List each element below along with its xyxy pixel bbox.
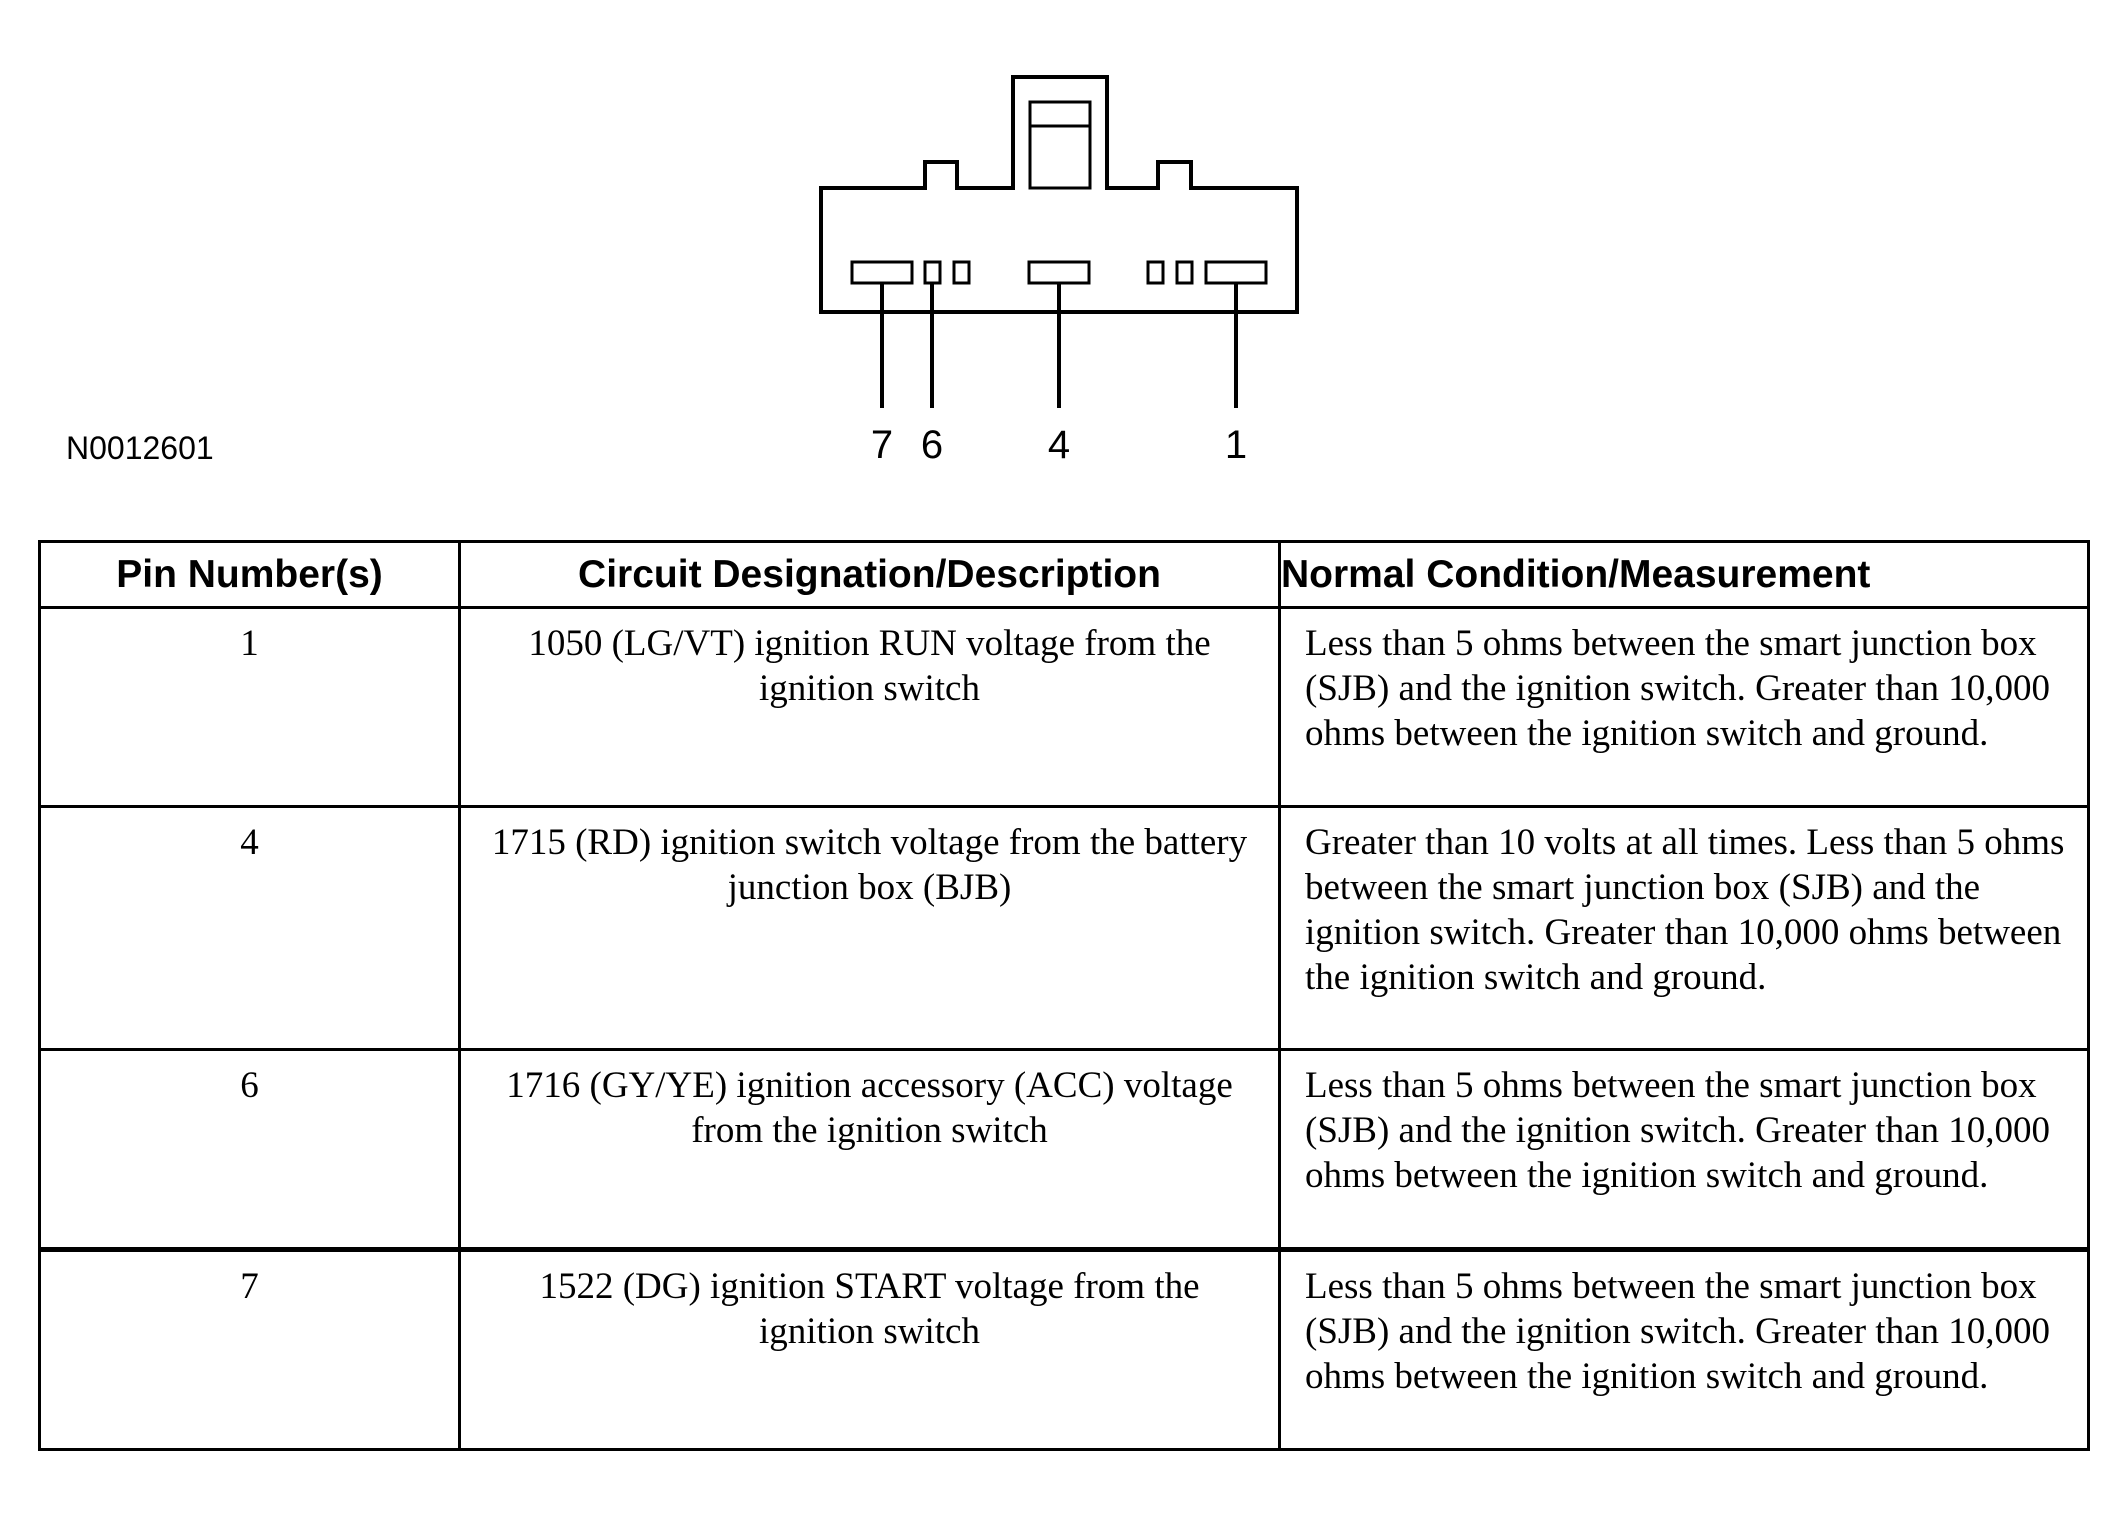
table-row: 4 1715 (RD) ignition switch voltage from… — [38, 805, 2090, 1051]
connector-diagram: 7 6 4 1 — [819, 75, 1299, 467]
cavity-pin-7 — [850, 260, 914, 285]
circuit-cell: 1716 (GY/YE) ignition accessory (ACC) vo… — [458, 1048, 1281, 1251]
header-circuit-designation: Circuit Designation/Description — [458, 540, 1281, 609]
pin-number-cell: 7 — [38, 1247, 461, 1451]
pin-number-cell: 6 — [38, 1048, 461, 1251]
circuit-description: 1522 (DG) ignition START voltage from th… — [539, 1266, 1200, 1352]
circuit-cell: 1715 (RD) ignition switch voltage from t… — [458, 805, 1281, 1051]
circuit-cell: 1522 (DG) ignition START voltage from th… — [458, 1247, 1281, 1451]
connector-latch — [1028, 100, 1092, 190]
cavity-empty — [1175, 260, 1194, 285]
normal-condition: Less than 5 ohms between the smart junct… — [1305, 1065, 2051, 1196]
table-row: 7 1522 (DG) ignition START voltage from … — [38, 1247, 2090, 1451]
figure-id: N0012601 — [66, 430, 214, 466]
pin-number-cell: 1 — [38, 606, 461, 808]
pin-label: 6 — [921, 423, 943, 467]
pin-number: 6 — [240, 1065, 259, 1106]
header-pin-numbers: Pin Number(s) — [38, 540, 461, 609]
cavity-empty — [952, 260, 971, 285]
cavity-pin-6 — [923, 260, 942, 285]
cavity-pin-1 — [1204, 260, 1268, 285]
measurement-cell: Less than 5 ohms between the smart junct… — [1278, 606, 2090, 808]
pin-label: 1 — [1225, 423, 1247, 467]
pin-number: 4 — [240, 822, 259, 863]
measurement-cell: Greater than 10 volts at all times. Less… — [1278, 805, 2090, 1051]
connector-body — [819, 75, 1299, 314]
cavity-pin-4 — [1027, 260, 1091, 285]
table-header-row: Pin Number(s) Circuit Designation/Descri… — [38, 540, 2090, 609]
header-normal-condition: Normal Condition/Measurement — [1278, 540, 2090, 609]
measurement-cell: Less than 5 ohms between the smart junct… — [1278, 1247, 2090, 1451]
pin-number: 1 — [240, 623, 259, 664]
circuit-description: 1715 (RD) ignition switch voltage from t… — [491, 822, 1248, 908]
measurement-cell: Less than 5 ohms between the smart junct… — [1278, 1048, 2090, 1251]
pin-table: Pin Number(s) Circuit Designation/Descri… — [38, 540, 2090, 1451]
cavity-empty — [1146, 260, 1165, 285]
table-row: 6 1716 (GY/YE) ignition accessory (ACC) … — [38, 1048, 2090, 1251]
circuit-cell: 1050 (LG/VT) ignition RUN voltage from t… — [458, 606, 1281, 808]
circuit-description: 1716 (GY/YE) ignition accessory (ACC) vo… — [506, 1065, 1233, 1151]
pin-label: 4 — [1048, 423, 1070, 467]
normal-condition: Less than 5 ohms between the smart junct… — [1305, 623, 2051, 754]
pin-number-cell: 4 — [38, 805, 461, 1051]
circuit-description: 1050 (LG/VT) ignition RUN voltage from t… — [528, 623, 1211, 709]
table-row: 1 1050 (LG/VT) ignition RUN voltage from… — [38, 606, 2090, 808]
normal-condition: Less than 5 ohms between the smart junct… — [1305, 1266, 2051, 1397]
pin-label: 7 — [871, 423, 893, 467]
normal-condition: Greater than 10 volts at all times. Less… — [1305, 822, 2065, 998]
pin-number: 7 — [240, 1266, 259, 1307]
